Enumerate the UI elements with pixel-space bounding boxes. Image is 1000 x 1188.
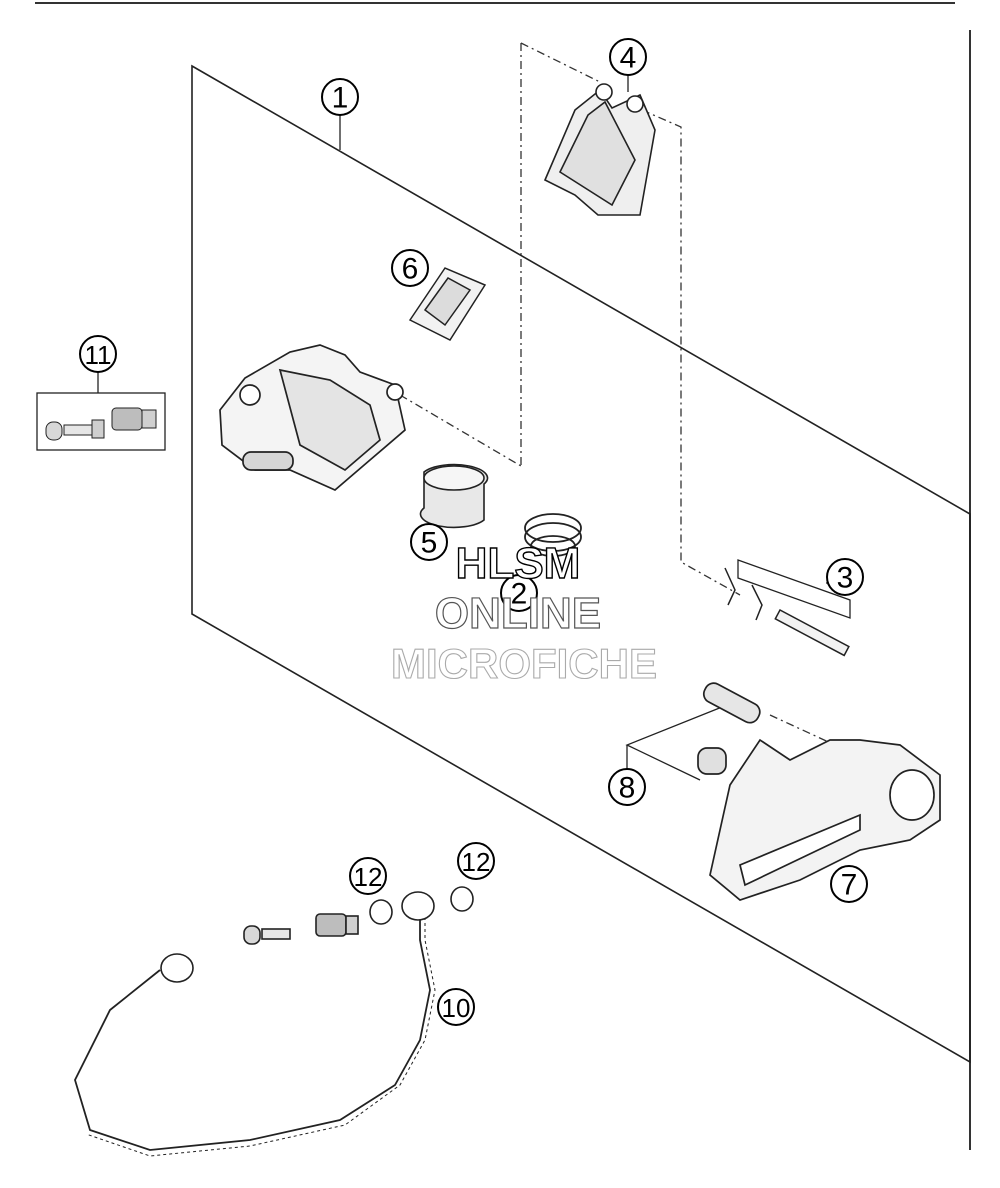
callout-6: 6 (391, 249, 429, 287)
watermark-line3: MICROFICHE (391, 640, 657, 687)
callout-1: 1 (321, 78, 359, 116)
assembly-outline (191, 64, 971, 1064)
callout-12-right-label: 12 (462, 847, 491, 877)
brake-hose-drawing (74, 886, 474, 1157)
watermark-line1: HLSM (456, 539, 581, 588)
callout-6-label: 6 (402, 253, 419, 286)
callout-3-label: 3 (837, 562, 854, 595)
callout-2-label: 2 (511, 578, 528, 611)
callout-10: 10 (437, 988, 475, 1026)
caliper-body-drawing (219, 344, 406, 491)
bracket-axis-line (769, 714, 836, 746)
callout-5: 5 (410, 523, 448, 561)
callout-1-label: 1 (332, 82, 349, 115)
callout-11-label: 11 (85, 340, 112, 370)
callout-12-left-label: 12 (354, 862, 383, 892)
leader-lines (97, 74, 851, 781)
callout-4: 4 (609, 38, 647, 76)
callout-7: 7 (830, 865, 868, 903)
callout-10-label: 10 (442, 993, 471, 1023)
callout-11: 11 (79, 335, 117, 373)
callout-4-label: 4 (620, 42, 637, 75)
brake-pads-drawing (543, 83, 656, 216)
callout-3: 3 (826, 558, 864, 596)
caliper-bracket-drawing (697, 682, 941, 901)
callout-12-left: 12 (349, 857, 387, 895)
callout-5-label: 5 (421, 527, 438, 560)
callout-7-label: 7 (841, 869, 858, 902)
callout-8-label: 8 (619, 772, 636, 805)
seal-drawing (524, 513, 582, 557)
pad-dash-right (641, 109, 741, 596)
pad-spring-drawing (408, 267, 487, 341)
callout-2: 2 (500, 574, 538, 612)
caliper-axis-line (399, 394, 522, 467)
pad-dash-top (520, 42, 601, 83)
bleeder-kit-box (36, 392, 166, 451)
callout-8: 8 (608, 768, 646, 806)
watermark: HLSM ONLINE MICROFICHE (390, 538, 657, 687)
piston-drawing (419, 463, 489, 529)
watermark-line2: ONLINE (435, 589, 601, 638)
pin-clips-drawing (724, 567, 850, 657)
callout-12-right: 12 (457, 842, 495, 880)
